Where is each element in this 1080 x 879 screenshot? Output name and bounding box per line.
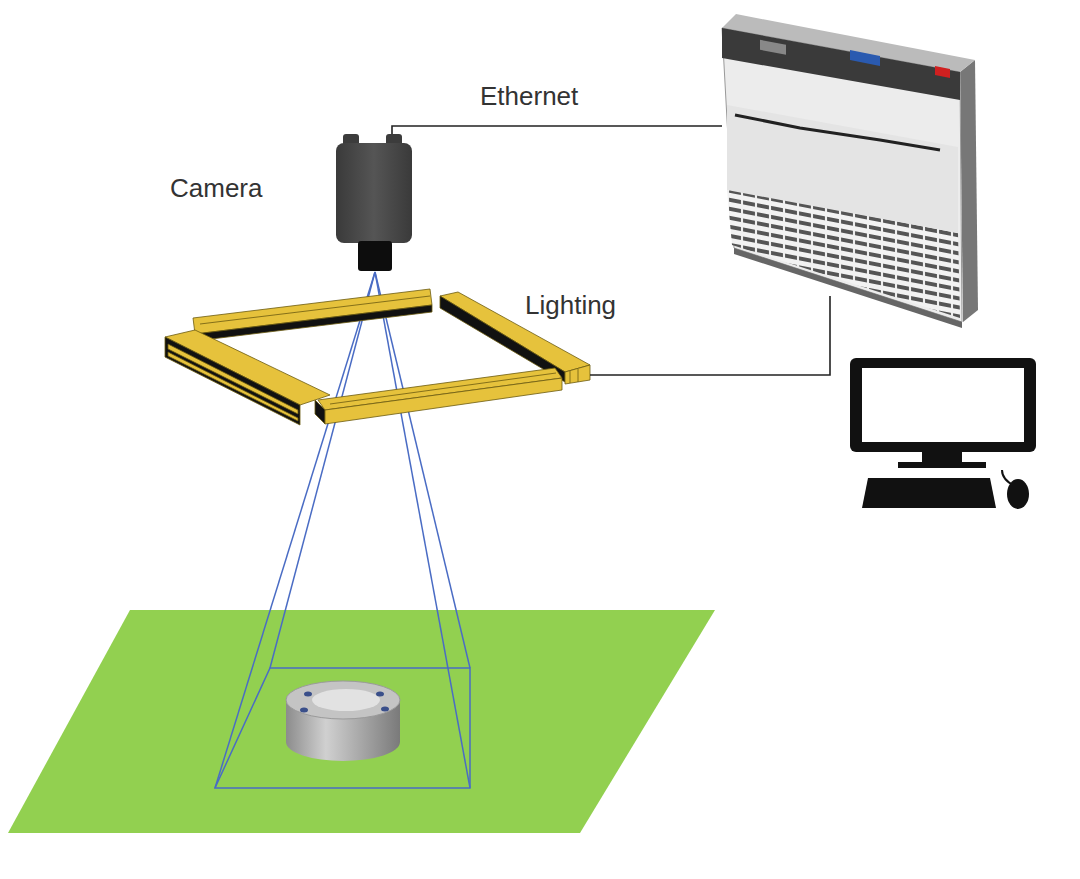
industrial-pc	[722, 14, 978, 328]
component-label: Ethernet	[480, 82, 578, 112]
component-label: Camera	[170, 174, 262, 204]
camera-symbol	[336, 134, 412, 271]
workpiece	[286, 681, 400, 761]
component-label: Lighting	[525, 291, 616, 321]
monitor-icon	[850, 358, 1036, 509]
ground-plane	[8, 610, 715, 833]
field-of-view	[215, 272, 470, 788]
